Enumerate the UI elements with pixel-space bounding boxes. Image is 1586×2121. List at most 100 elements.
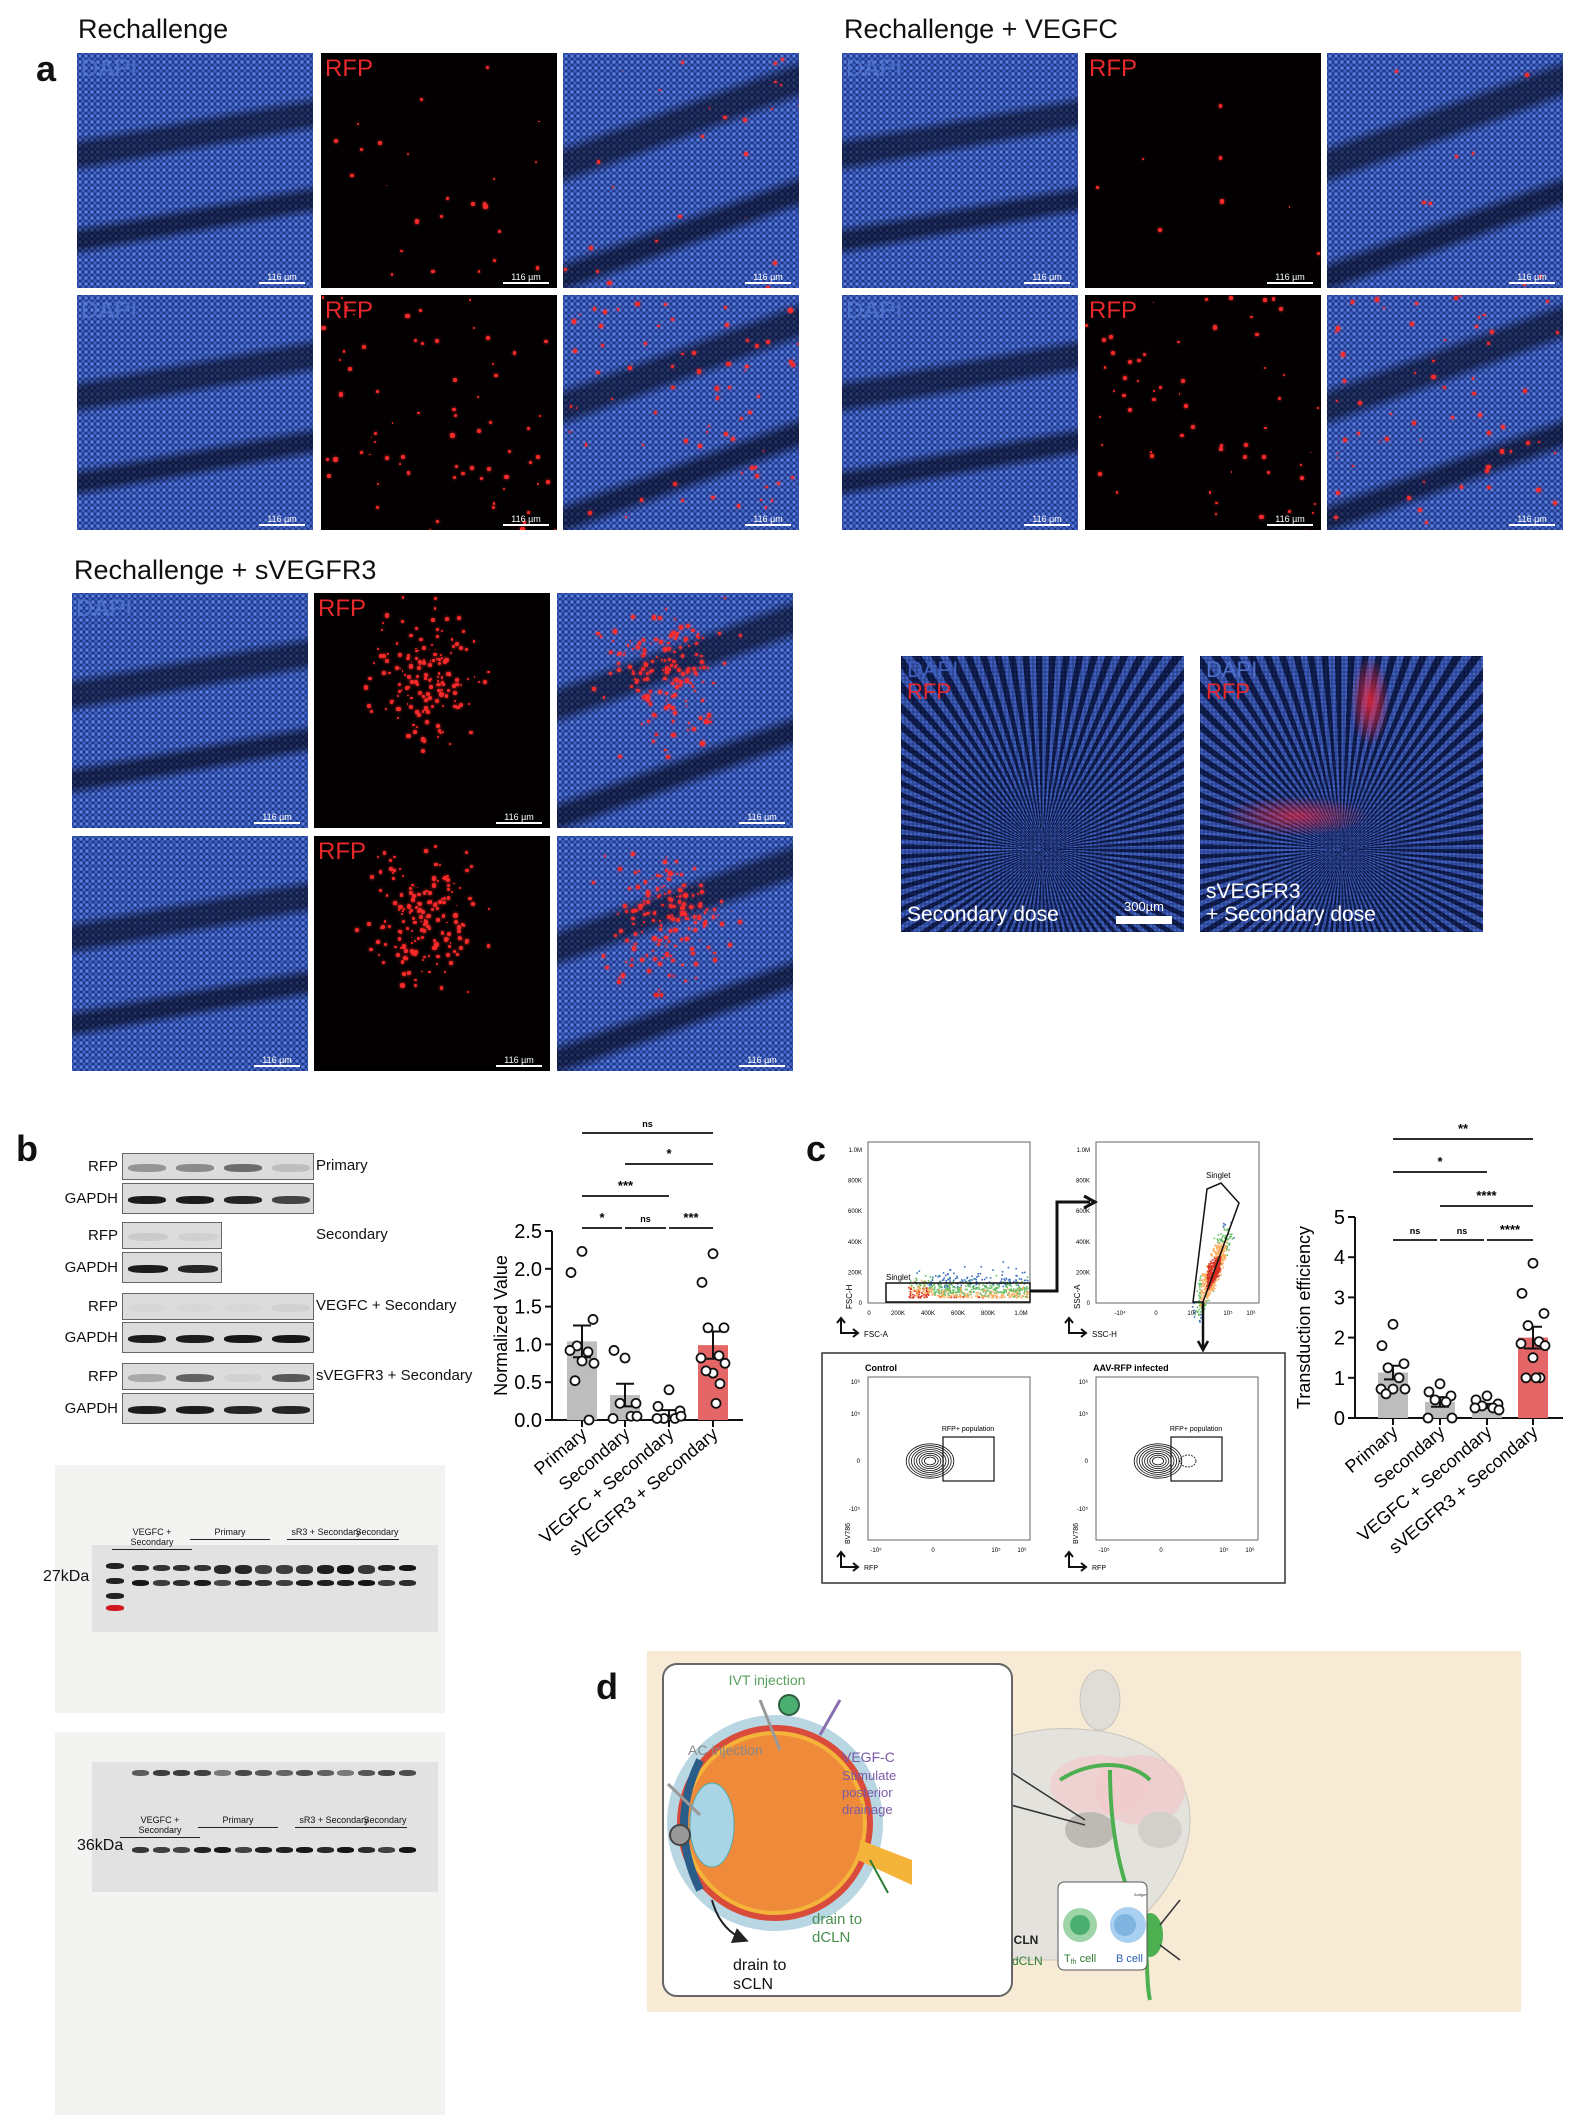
event-dot — [966, 1276, 969, 1279]
event-dot — [1206, 1265, 1209, 1267]
rfp-cell — [402, 972, 406, 976]
event-dot — [931, 1288, 934, 1290]
rfp-cell — [651, 668, 654, 672]
event-dot — [1212, 1290, 1215, 1293]
rfp-cell — [333, 138, 339, 144]
band — [275, 1770, 293, 1776]
band — [176, 1405, 214, 1414]
rfp-cell — [441, 914, 446, 918]
rfp-cell — [1150, 451, 1152, 453]
drain-to-dcln-label: drain to — [812, 1911, 862, 1928]
event-dot — [937, 1275, 940, 1278]
event-dot — [1196, 1306, 1199, 1309]
rfp-cell — [609, 650, 613, 654]
event-dot — [952, 1280, 955, 1283]
drain-to-dcln-label: dCLN — [812, 1929, 850, 1946]
rfp-cell — [368, 453, 371, 456]
rfp-cell — [740, 416, 744, 420]
rfp-cell — [423, 672, 429, 678]
event-dot — [1206, 1274, 1209, 1276]
rfp-cell — [696, 915, 702, 920]
event-dot — [942, 1293, 944, 1296]
rfp-cell — [680, 895, 683, 898]
rfp-cell — [674, 665, 678, 669]
event-dot — [1213, 1250, 1216, 1253]
rfp-cell — [779, 83, 782, 86]
event-dot — [1005, 1278, 1008, 1280]
rfp-cell — [407, 675, 412, 680]
event-dot — [949, 1289, 951, 1292]
event-dot — [1022, 1288, 1024, 1290]
rfp-cell — [1350, 300, 1354, 304]
event-dot — [969, 1279, 972, 1281]
event-dot — [973, 1290, 975, 1293]
rfp-cell — [618, 866, 623, 871]
rfp-cell — [449, 743, 451, 746]
rfp-cell — [724, 597, 726, 599]
rfp-cell — [1142, 157, 1145, 161]
rfp-cell — [741, 472, 744, 475]
event-dot — [1018, 1295, 1021, 1298]
contour-line — [1149, 1454, 1167, 1468]
event-dot — [1017, 1288, 1019, 1291]
rfp-cell — [400, 249, 403, 253]
rfp-cell — [422, 645, 427, 651]
band — [357, 1580, 375, 1586]
rfp-cell — [719, 922, 724, 927]
rfp-cell — [468, 298, 471, 301]
event-dot — [1006, 1286, 1008, 1289]
rfp-cell — [563, 267, 567, 271]
event-dot — [1015, 1290, 1017, 1292]
event-dot — [1024, 1279, 1027, 1282]
event-dot — [1201, 1289, 1203, 1291]
rfp-cell — [409, 886, 413, 890]
rfp-cell — [1342, 379, 1347, 383]
rfp-cell — [1282, 374, 1285, 377]
event-dot — [956, 1283, 959, 1285]
y-tick-label: 3 — [1334, 1287, 1345, 1309]
rfp-cell — [419, 637, 423, 642]
rfp-cell — [791, 363, 795, 367]
event-dot — [1193, 1309, 1195, 1312]
rfp-cell — [442, 875, 447, 880]
data-point — [1516, 1287, 1528, 1299]
event-dot — [1223, 1250, 1225, 1253]
rfp-cell — [422, 695, 425, 698]
contour-line — [1139, 1447, 1178, 1475]
rfp-cell — [421, 970, 423, 973]
rfp-cell — [675, 859, 679, 863]
rfp-cell — [434, 698, 439, 703]
rfp-cell — [681, 963, 684, 967]
event-dot — [947, 1278, 949, 1281]
rfp-cell — [633, 932, 638, 936]
data-point — [713, 1350, 725, 1362]
data-point — [1481, 1390, 1493, 1402]
rfp-cell — [665, 698, 668, 701]
rfp-cell — [417, 937, 420, 940]
rfp-cell — [616, 652, 620, 656]
rfp-cell — [412, 893, 417, 898]
rfp-cell — [640, 654, 643, 657]
rfp-cell — [644, 342, 647, 345]
event-dot — [914, 1290, 916, 1293]
event-dot — [959, 1287, 962, 1289]
rfp-cell — [360, 450, 364, 454]
rfp-cell — [400, 983, 405, 988]
rfp-cell — [453, 414, 457, 418]
rfp-cell — [663, 860, 667, 865]
event-dot — [1191, 1306, 1194, 1308]
event-dot — [916, 1285, 919, 1288]
rfp-cell — [451, 684, 456, 689]
rfp-cell — [417, 649, 420, 652]
channel-label: RFP — [1089, 55, 1137, 82]
rfp-cell — [1336, 399, 1339, 402]
event-dot — [1210, 1262, 1212, 1265]
event-dot — [1195, 1310, 1197, 1312]
event-dot — [1199, 1291, 1201, 1294]
rfp-cell — [1418, 507, 1423, 512]
rfp-cell — [643, 900, 646, 902]
event-dot — [908, 1295, 911, 1298]
event-dot — [964, 1292, 966, 1295]
event-dot — [986, 1289, 989, 1292]
rfp-cell — [1255, 332, 1259, 336]
